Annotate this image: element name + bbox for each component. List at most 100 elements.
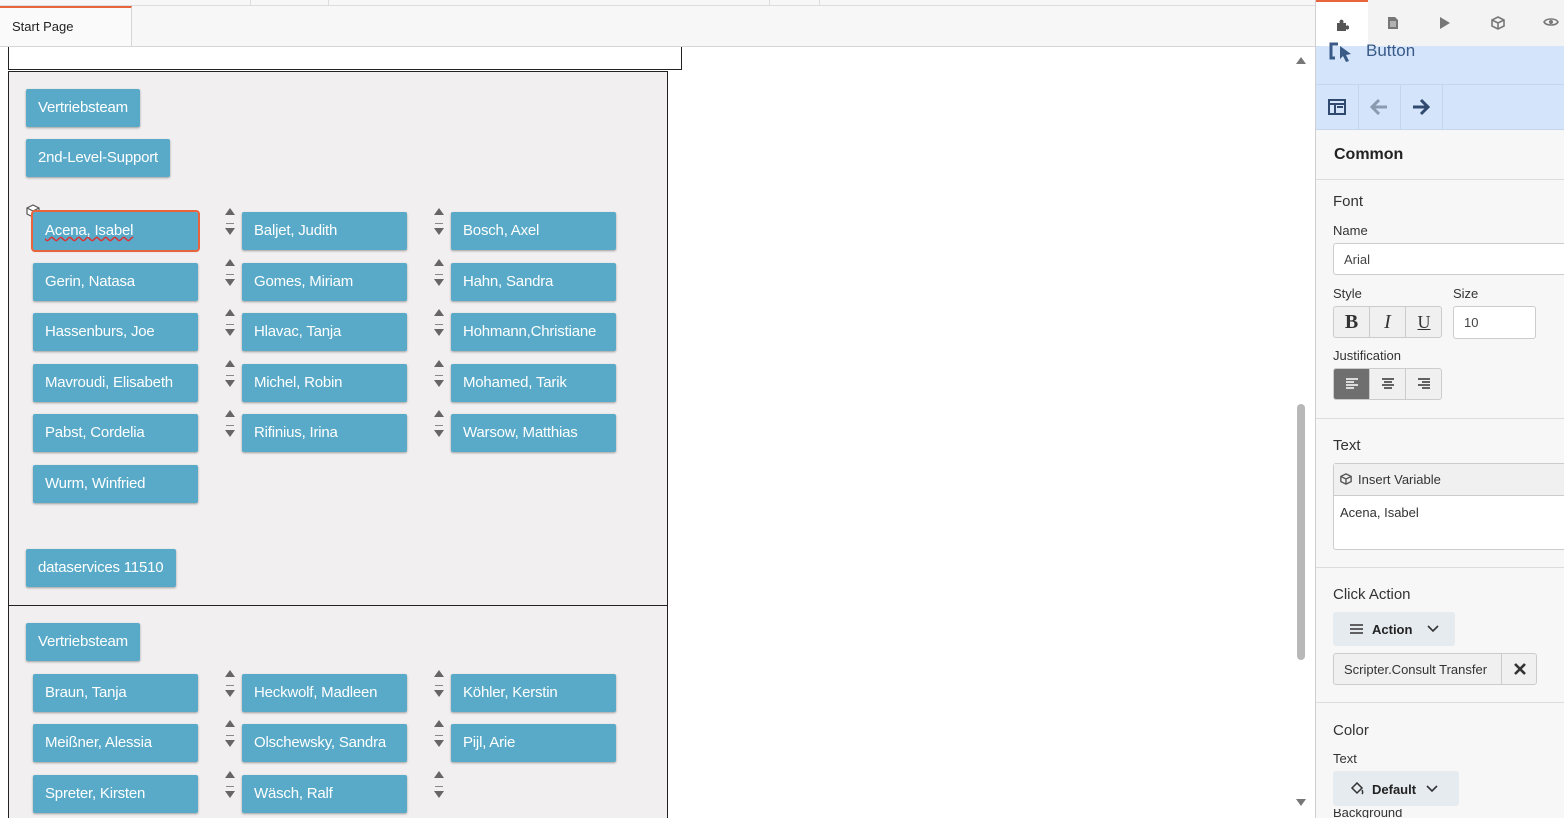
agent-button[interactable]: Meißner, Alessia	[33, 724, 198, 762]
agent-button[interactable]: Pijl, Arie	[451, 724, 616, 762]
order-stepper[interactable]	[433, 771, 445, 803]
tab-preview[interactable]	[1524, 0, 1564, 46]
insert-variable-label: Insert Variable	[1358, 472, 1441, 487]
align-right-button[interactable]	[1406, 369, 1441, 399]
background-color-label: Background	[1333, 809, 1403, 818]
component-nav	[1316, 84, 1564, 130]
chevron-down-icon	[1427, 625, 1439, 633]
agent-button[interactable]: Wurm, Winfried	[33, 465, 198, 503]
italic-button[interactable]: I	[1370, 307, 1406, 337]
action-dropdown[interactable]: Action	[1333, 612, 1455, 646]
group-button-vertriebsteam[interactable]: Vertriebsteam	[26, 623, 140, 661]
justification-label: Justification	[1333, 348, 1401, 363]
agent-button[interactable]: Pabst, Cordelia	[33, 414, 198, 452]
scroll-down-arrow[interactable]	[1296, 799, 1306, 806]
canvas-scrollbar[interactable]	[1293, 47, 1309, 818]
agent-button[interactable]: Köhler, Kerstin	[451, 674, 616, 712]
scroll-up-arrow[interactable]	[1296, 57, 1306, 64]
puzzle-icon	[1337, 19, 1349, 31]
eye-icon	[1543, 18, 1559, 26]
order-stepper[interactable]	[224, 670, 236, 702]
order-stepper[interactable]	[433, 360, 445, 392]
agent-button[interactable]: Bosch, Axel	[451, 212, 616, 250]
order-stepper[interactable]	[433, 309, 445, 341]
tab-strip-divider	[819, 0, 820, 5]
order-stepper[interactable]	[224, 208, 236, 240]
tab-variables[interactable]	[1472, 0, 1524, 46]
section-container-1[interactable]: Vertriebsteam 2nd-Level-Support Acena, I…	[8, 71, 668, 607]
order-stepper[interactable]	[433, 720, 445, 752]
order-stepper[interactable]	[433, 208, 445, 240]
tab-strip-top	[0, 0, 1316, 6]
tab-page[interactable]	[1368, 0, 1420, 46]
order-stepper[interactable]	[224, 720, 236, 752]
agent-button[interactable]: Mavroudi, Elisabeth	[33, 364, 198, 402]
order-stepper[interactable]	[224, 360, 236, 392]
next-component-button[interactable]	[1400, 85, 1443, 129]
agent-button[interactable]: Acena, Isabel	[31, 210, 200, 252]
layout-button[interactable]	[1316, 85, 1359, 129]
layout-icon	[1328, 99, 1346, 115]
agent-button[interactable]: Mohamed, Tarik	[451, 364, 616, 402]
group-button-2nd-level-support[interactable]: 2nd-Level-Support	[26, 139, 170, 177]
agent-button[interactable]: Gomes, Miriam	[242, 263, 407, 301]
section-common-label: Common	[1334, 146, 1404, 163]
agent-button[interactable]: Baljet, Judith	[242, 212, 407, 250]
action-dropdown-label: Action	[1372, 622, 1413, 637]
action-chip-label: Scripter.Consult Transfer	[1344, 662, 1488, 677]
order-stepper[interactable]	[224, 259, 236, 291]
order-stepper[interactable]	[224, 309, 236, 341]
align-left-icon	[1346, 378, 1358, 389]
play-icon	[1440, 17, 1450, 29]
underline-button[interactable]: U	[1417, 312, 1431, 332]
arrow-left-icon	[1369, 98, 1387, 116]
design-canvas[interactable]: Vertriebsteam 2nd-Level-Support Acena, I…	[0, 47, 1310, 818]
text-heading: Text	[1333, 437, 1361, 454]
order-stepper[interactable]	[224, 410, 236, 442]
font-size-input[interactable]: 10	[1453, 306, 1536, 339]
agent-button[interactable]: Hahn, Sandra	[451, 263, 616, 301]
insert-variable-button[interactable]: Insert Variable	[1334, 464, 1454, 495]
action-chip: Scripter.Consult Transfer	[1333, 653, 1537, 685]
agent-button[interactable]: Braun, Tanja	[33, 674, 198, 712]
text-value[interactable]: Acena, Isabel	[1340, 505, 1419, 520]
align-center-button[interactable]	[1370, 369, 1406, 399]
agent-button[interactable]: Warsow, Matthias	[451, 414, 616, 452]
agent-button[interactable]: Heckwolf, Madleen	[242, 674, 407, 712]
order-stepper[interactable]	[433, 410, 445, 442]
section-container-2[interactable]: Vertriebsteam Braun, Tanja Heckwolf, Mad…	[8, 605, 668, 818]
tab-strip-divider	[250, 0, 251, 5]
agent-button[interactable]: Spreter, Kirsten	[33, 775, 198, 813]
agent-button[interactable]: Gerin, Natasa	[33, 263, 198, 301]
group-button-vertriebsteam[interactable]: Vertriebsteam	[26, 89, 140, 127]
tab-components[interactable]	[1316, 0, 1368, 46]
order-stepper[interactable]	[433, 670, 445, 702]
agent-button[interactable]: Hohmann,Christiane	[451, 313, 616, 351]
font-style-group: B I U	[1333, 306, 1442, 338]
scroll-thumb[interactable]	[1297, 404, 1305, 660]
order-stepper[interactable]	[433, 259, 445, 291]
align-left-button[interactable]	[1334, 369, 1370, 399]
previous-component-button[interactable]	[1358, 85, 1401, 129]
align-right-icon	[1418, 378, 1430, 389]
remove-action-button[interactable]	[1501, 654, 1538, 684]
text-color-dropdown[interactable]: Default	[1333, 771, 1459, 806]
tab-start-page[interactable]: Start Page	[0, 6, 132, 46]
order-stepper[interactable]	[224, 771, 236, 803]
panel-tabs	[1316, 0, 1564, 47]
text-color-label: Text	[1333, 751, 1357, 766]
tab-run[interactable]	[1420, 0, 1472, 46]
agent-button[interactable]: Michel, Robin	[242, 364, 407, 402]
agent-button[interactable]: Hlavac, Tanja	[242, 313, 407, 351]
agent-button[interactable]: Hassenburs, Joe	[33, 313, 198, 351]
agent-button[interactable]: Olschewsky, Sandra	[242, 724, 407, 762]
justification-group	[1333, 368, 1442, 400]
agent-button[interactable]: Rifinius, Irina	[242, 414, 407, 452]
dataservices-button[interactable]: dataservices 11510	[26, 549, 176, 587]
previous-section-frame	[8, 47, 682, 70]
font-name-input[interactable]: Arial	[1333, 243, 1564, 275]
bold-button[interactable]: B	[1334, 307, 1370, 337]
font-name-label: Name	[1333, 223, 1368, 238]
tab-strip-divider	[769, 0, 770, 5]
agent-button[interactable]: Wäsch, Ralf	[242, 775, 407, 813]
